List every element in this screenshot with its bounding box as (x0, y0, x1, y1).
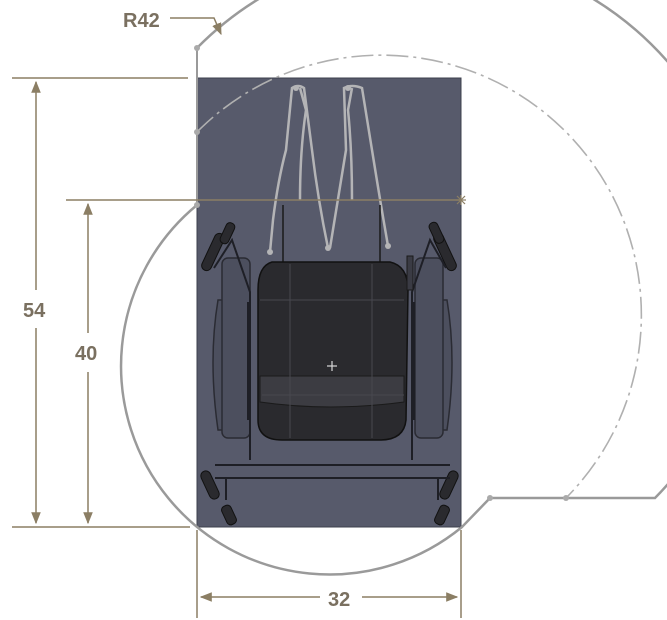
seat-height-label: 40 (75, 343, 97, 365)
asterisk-icon (456, 195, 466, 205)
left-wheel (212, 257, 251, 439)
clearance-boundary (119, 0, 667, 576)
right-wheel (414, 257, 453, 439)
width-label: 32 (328, 589, 350, 611)
leg-points (267, 85, 391, 255)
radius-label: R42 (123, 10, 160, 32)
plus-icon (327, 361, 337, 371)
handles (200, 221, 459, 526)
seat (257, 261, 409, 441)
overall-height-label: 54 (23, 300, 46, 322)
side-bracket (406, 255, 414, 291)
seat-cushion (259, 375, 405, 408)
dimension-lines (12, 17, 462, 618)
sketch-points (194, 45, 569, 501)
seat-lines (260, 264, 404, 438)
wheelchair-frame (213, 237, 450, 500)
